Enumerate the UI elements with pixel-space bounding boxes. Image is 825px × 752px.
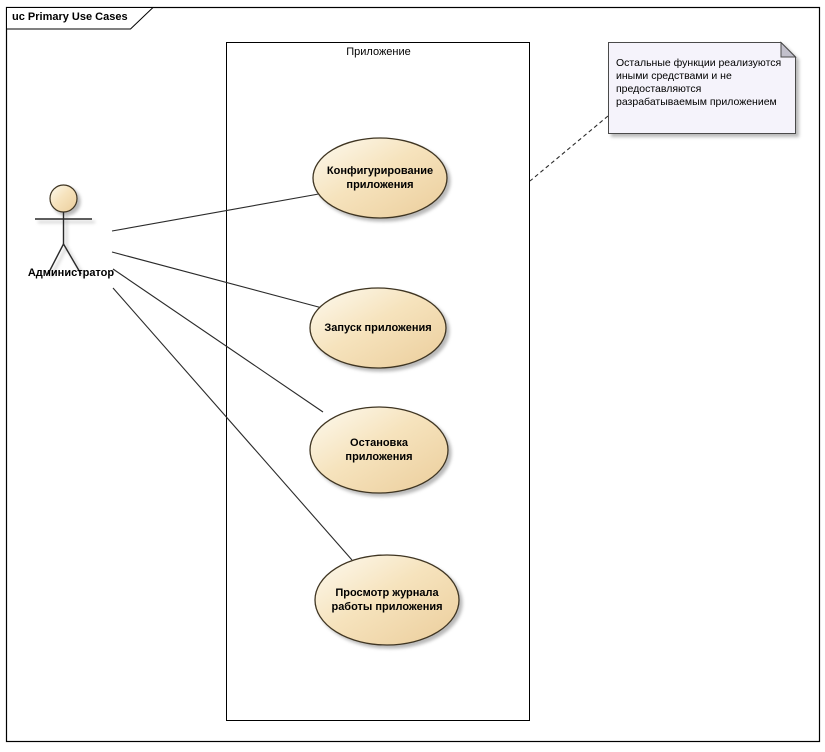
association-stop[interactable] [112, 268, 324, 413]
note-shape[interactable] [608, 41, 797, 134]
usecase-configure-label: Конфигурирование приложения [326, 165, 434, 191]
actor-label: Администратор [27, 267, 115, 279]
note-text: Остальные функции реализуются иными сред… [616, 57, 782, 108]
association-viewlog[interactable] [112, 287, 353, 561]
actor-leg-left [47, 243, 65, 275]
note-link[interactable] [529, 115, 609, 182]
note-fold-icon [780, 41, 797, 58]
usecase-launch[interactable] [309, 287, 447, 369]
actor-head [49, 184, 78, 213]
system-boundary-label: Приложение [346, 46, 411, 58]
usecase-viewlog-label: Просмотр журнала работы приложения [331, 587, 443, 613]
association-lines [111, 191, 353, 561]
frame-title: uc Primary Use Cases [12, 11, 128, 23]
usecase-stop-label: Остановка приложения [345, 437, 413, 463]
association-launch[interactable] [111, 251, 327, 310]
usecase-configure[interactable] [312, 137, 448, 219]
association-configure[interactable] [111, 191, 331, 232]
usecase-viewlog[interactable] [314, 554, 460, 646]
usecase-launch-label: Запуск приложения [324, 322, 432, 334]
note-body [608, 42, 796, 134]
frame-title-tab [6, 7, 155, 30]
usecase-stop[interactable] [309, 406, 449, 494]
actor-leg-right [62, 243, 82, 275]
actor-administrator[interactable] [35, 184, 92, 275]
